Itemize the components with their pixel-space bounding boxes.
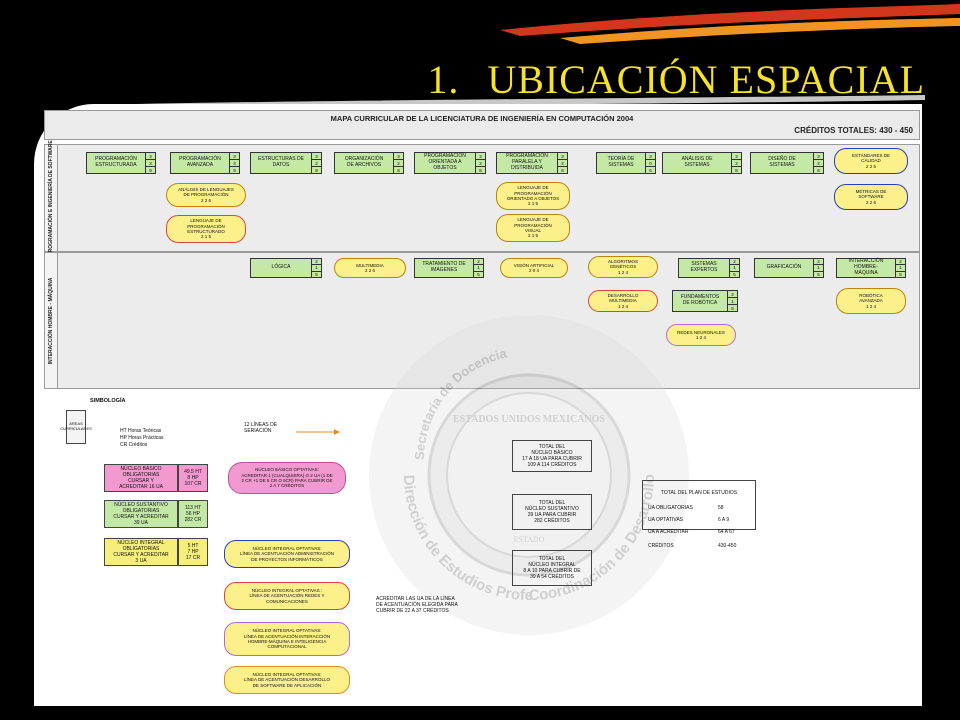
- total-credits: CRÉDITOS TOTALES: 430 - 450: [794, 126, 913, 135]
- plan-totals-title: TOTAL DEL PLAN DE ESTUDIOS: [660, 490, 738, 496]
- integral-optional-software: NÚCLEO INTEGRAL OPTATIVAS: LÍNEA DE ACEN…: [224, 666, 350, 694]
- slide-title: 1. UBICACIÓN ESPACIAL: [0, 56, 925, 103]
- svg-text:ESTADOS UNIDOS MEXICANOS: ESTADOS UNIDOS MEXICANOS: [453, 414, 606, 425]
- optional-course: ESTÁNDARES DE CALIDAD 2 2 6: [834, 148, 908, 174]
- optional-course: DESARROLLO MULTIMEDIA 1 2 4: [588, 290, 658, 312]
- optional-course: LENGUAJE DE PROGRAMACIÓN VISUAL 2 1 5: [496, 214, 570, 242]
- band-software-label: PROGRAMACIÓN E INGENIERÍA DE SOFTWARE: [44, 140, 58, 256]
- legend-ht: HT Horas Teóricas: [120, 428, 162, 434]
- integral-optional-hci: NÚCLEO INTEGRAL OPTATIVAS: LÍNEA DE ACEN…: [224, 622, 350, 656]
- plan-totals-box: TOTAL DEL PLAN DE ESTUDIOS UA OBLIGATORI…: [642, 480, 756, 549]
- map-header: MAPA CURRICULAR DE LA LICENCIATURA DE IN…: [44, 110, 920, 140]
- optional-course: ANÁLISIS DE LENGUAJES DE PROGRAMACIÓN 2 …: [166, 183, 246, 207]
- optional-course: LENGUAJE DE PROGRAMACIÓN ORIENTADO A OBJ…: [496, 182, 570, 210]
- integral-core-box: NÚCLEO INTEGRAL OBLIGATORIAS CURSAR Y AC…: [104, 538, 178, 566]
- accredit-note: ACREDITAR LAS UA DE LA LÍNEA DE ACENTUAC…: [376, 596, 458, 614]
- symbology-title: SIMBOLOGÍA: [90, 398, 126, 404]
- basic-optional-box: NÚCLEO BÁSICO OPTATIVAS: ACREDITAR 1 (CU…: [228, 462, 346, 494]
- optional-course: LENGUAJE DE PROGRAMACIÓN ESTRUCTURADO 2 …: [166, 215, 246, 243]
- slide-title-text: UBICACIÓN ESPACIAL: [487, 57, 925, 102]
- areas-legend-box: ÁREAS CURRICULARES: [60, 410, 92, 444]
- total-integral-box: TOTAL DEL NÚCLEO INTEGRAL 8 A 10 PARA CU…: [512, 550, 592, 586]
- integral-core-values: 5 HT 7 HP 17 CR: [178, 538, 208, 566]
- total-basic-box: TOTAL DEL NÚCLEO BÁSICO 17 A 18 UA PARA …: [512, 440, 592, 472]
- legend-hp: HP Horas Prácticas: [120, 435, 164, 441]
- seriation-arrow-icon: [296, 429, 340, 435]
- legend-cr: CR Créditos: [120, 442, 148, 448]
- optional-course: ROBÓTICA AVANZADA 1 2 4: [836, 288, 906, 314]
- basic-core-box: NÚCLEO BÁSICO OBLIGATORIAS CURSAR Y ACRE…: [104, 464, 178, 492]
- integral-optional-networks: NÚCLEO INTEGRAL OPTATIVAS : LÍNEA DE ACE…: [224, 582, 350, 610]
- optional-course: ALGORITMOS GENÉTICOS 1 2 4: [588, 256, 658, 278]
- optional-course: REDES NEURONALES 1 2 4: [666, 324, 736, 346]
- band-hci-label: INTERACCIÓN HOMBRE - MÁQUINA: [44, 252, 58, 389]
- optional-course: VISIÓN ARTIFICIAL 2 0 4: [500, 258, 568, 278]
- total-substantive-box: TOTAL DEL NÚCLEO SUSTANTIVO 39 UA PARA C…: [512, 494, 592, 530]
- optional-course: MÉTRICAS DE SOFTWARE 2 2 6: [834, 184, 908, 210]
- integral-optional-admin: NÚCLEO INTEGRAL OPTATIVAS: LÍNEA DE ACEN…: [224, 540, 350, 568]
- map-title: MAPA CURRICULAR DE LA LICENCIATURA DE IN…: [330, 114, 634, 123]
- optional-course: MULTIMEDIA 2 2 6: [334, 258, 406, 278]
- basic-core-values: 49.5 HT 8 HP 107 CR: [178, 464, 208, 492]
- substantive-core-values: 113 HT 56 HP 282 CR: [178, 500, 208, 528]
- substantive-core-box: NÚCLEO SUSTANTIVO OBLIGATORIAS CURSAR Y …: [104, 500, 178, 528]
- svg-text:ESTADO: ESTADO: [514, 535, 545, 544]
- seriation-note: 12 LÍNEAS DE SERIACIÓN: [244, 422, 278, 434]
- curriculum-map: MAPA CURRICULAR DE LA LICENCIATURA DE IN…: [44, 110, 924, 708]
- slide-number: 1.: [427, 57, 460, 102]
